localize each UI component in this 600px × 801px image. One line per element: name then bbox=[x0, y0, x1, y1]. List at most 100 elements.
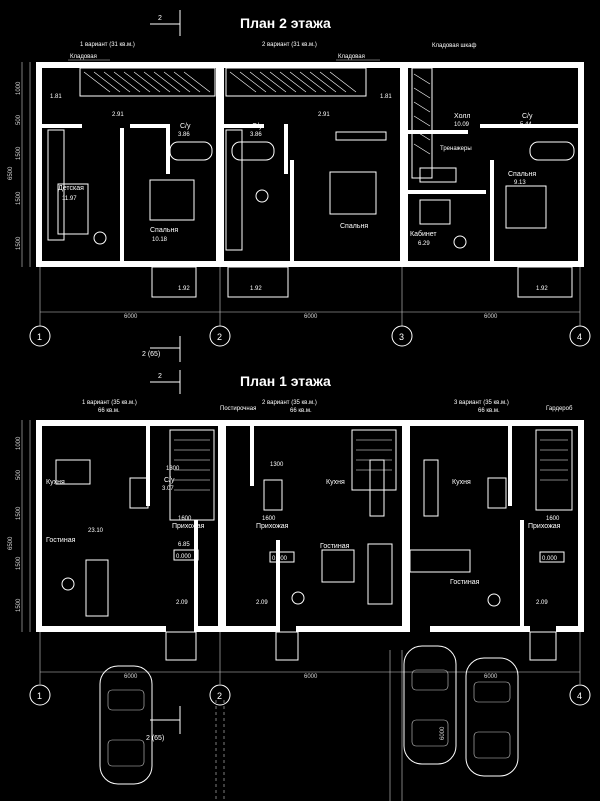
floor2-room-office-area: 6.29 bbox=[418, 241, 430, 247]
floor2-left-dim-2: 500 bbox=[16, 114, 22, 125]
floor2-room-children: Детская bbox=[58, 185, 84, 192]
floor1-variant-2-area: 66 кв.м. bbox=[290, 408, 312, 414]
floor2-room-hall: Холл bbox=[454, 113, 471, 120]
floor1-axis-1: 1 bbox=[37, 691, 42, 701]
floor1-room-living-2: Гостиная bbox=[320, 543, 350, 550]
floor1-vestibule-2: 2.09 bbox=[256, 600, 268, 606]
floor1-axis-4: 4 bbox=[577, 691, 582, 701]
floor2-note-storage-1: Кладовая bbox=[70, 54, 97, 60]
floor1-room-wc: С/у bbox=[164, 477, 175, 484]
floor2-room-wc-2: С/у bbox=[252, 123, 263, 130]
floor1-sofas bbox=[85, 543, 471, 617]
floor2-axes bbox=[29, 267, 591, 347]
floor1-section-mark: 2 bbox=[158, 373, 162, 380]
floor2-left-dim-5: 1500 bbox=[16, 191, 22, 205]
floor2-beds bbox=[57, 171, 547, 235]
floor2-bathtubs bbox=[169, 141, 575, 161]
floor1-room-kitchen-2: Кухня bbox=[326, 479, 345, 486]
floor2-room-office: Кабинет bbox=[410, 230, 437, 238]
floor1-left-dim-6: 1500 bbox=[16, 598, 22, 612]
floor1-left-dim-4: 6500 bbox=[8, 536, 14, 550]
floor1-door-dim-2: 1300 bbox=[270, 462, 284, 468]
floor1-axis-2: 2 bbox=[217, 691, 222, 701]
floor2-area-d: 1.81 bbox=[380, 94, 392, 100]
floor1-room-hallway-1-area: 6.85 bbox=[178, 542, 190, 548]
floor2-note-storage-2: Кладовая bbox=[338, 54, 365, 60]
floor2-dim-3: 6000 bbox=[484, 314, 498, 320]
floor1-level-3: 0.000 bbox=[542, 556, 558, 562]
floor2-title: План 2 этажа bbox=[240, 15, 331, 31]
floor1-variant-1: 1 вариант (35 кв.м.) bbox=[82, 400, 137, 406]
floor2-bottom-section-mark: 2 (65) bbox=[142, 351, 160, 358]
floor2-axis-1: 1 bbox=[37, 332, 42, 342]
floor1-room-hallway-3: Прихожая bbox=[528, 523, 561, 530]
floor1-variant-1-area: 66 кв.м. bbox=[98, 408, 120, 414]
floor2-room-bedroom-3: Спальня bbox=[508, 171, 536, 178]
floor1-level-2: 0.000 bbox=[272, 556, 288, 562]
floor1-dim-driveway: 6000 bbox=[440, 726, 446, 740]
floor1-room-kitchen-1: Кухня bbox=[46, 479, 65, 486]
floor1-vestibule-3: 2.09 bbox=[536, 600, 548, 606]
floor2-plan: План 2 этажа 2 1 вариант (31 кв.м.) 2 ва… bbox=[8, 10, 591, 362]
floor1-dim-1: 6000 bbox=[124, 674, 138, 680]
floor1-left-dim-2: 500 bbox=[16, 469, 22, 480]
floor2-room-wc-1-area: 3.86 bbox=[178, 132, 190, 138]
floor1-room-hallway-1: Прихожая bbox=[172, 523, 205, 530]
floor1-note-laundry: Постирочная bbox=[220, 406, 256, 412]
floor2-dim-2: 6000 bbox=[304, 314, 318, 320]
floor2-room-hall-area: 10.09 bbox=[454, 122, 470, 128]
floor2-area-b: 2.91 bbox=[112, 112, 124, 118]
floor1-room-wc-area: 3.07 bbox=[162, 486, 174, 492]
floor2-room-bedroom-3-area: 9.13 bbox=[514, 180, 526, 186]
floor1-axes bbox=[29, 632, 591, 706]
floor2-left-dim-1: 1000 bbox=[16, 81, 22, 95]
floor2-room-wc-2-area: 3.86 bbox=[250, 132, 262, 138]
floor1-car-3 bbox=[465, 657, 519, 777]
floor2-balcony-3: 1.92 bbox=[536, 286, 548, 292]
floor1-room-living-3: Гостиная bbox=[450, 579, 480, 586]
floor1-door-dim-5: 1600 bbox=[546, 516, 560, 522]
floor2-left-dim-3: 1500 bbox=[16, 146, 22, 160]
floor2-note-gym: Тренажеры bbox=[440, 146, 472, 152]
floor1-left-dim-1: 1000 bbox=[16, 436, 22, 450]
floor1-stairs bbox=[169, 429, 573, 521]
floor1-car-1 bbox=[99, 665, 153, 785]
floor1-level-1: 0.000 bbox=[176, 554, 192, 560]
floor1-bottom-section-mark: 2 (65) bbox=[146, 735, 164, 742]
floor1-variant-2: 2 вариант (35 кв.м.) bbox=[262, 400, 317, 406]
floor1-dim-3: 6000 bbox=[484, 674, 498, 680]
floor1-variant-3: 3 вариант (35 кв.м.) bbox=[454, 400, 509, 406]
floor2-balcony-2: 1.92 bbox=[250, 286, 262, 292]
floor2-axis-2: 2 bbox=[217, 332, 222, 342]
floor1-variant-3-area: 66 кв.м. bbox=[478, 408, 500, 414]
floor2-axis-4: 4 bbox=[577, 332, 582, 342]
floor1-door-dim-1: 1300 bbox=[166, 466, 180, 472]
floor1-left-dim-3: 1500 bbox=[16, 506, 22, 520]
floor1-door-dim-3: 1600 bbox=[178, 516, 192, 522]
floor1-room-living-1-area: 23.10 bbox=[88, 528, 104, 534]
floor1-title: План 1 этажа bbox=[240, 373, 331, 389]
floor2-balconies bbox=[151, 266, 573, 298]
floor2-left-dim-4: 6500 bbox=[8, 166, 14, 180]
floor2-area-c: 2.91 bbox=[318, 112, 330, 118]
floor2-variant-1: 1 вариант (31 кв.м.) bbox=[80, 42, 135, 48]
floor1-left-dim-5: 1500 bbox=[16, 556, 22, 570]
floor1-plan: План 1 этажа 2 1 вариант (35 кв.м.) 66 к… bbox=[8, 370, 591, 801]
floor2-balcony-1: 1.92 bbox=[178, 286, 190, 292]
floor2-dim-1: 6000 bbox=[124, 314, 138, 320]
floor2-room-bedroom-1-area: 10.18 bbox=[152, 237, 168, 243]
floor2-room-bedroom-1: Спальня bbox=[150, 227, 178, 234]
floor1-room-hallway-2: Прихожая bbox=[256, 523, 289, 530]
floor2-room-bedroom-2: Спальня bbox=[340, 223, 368, 230]
floor1-tables bbox=[55, 459, 439, 517]
floor2-room-wc-3: С/у bbox=[522, 113, 533, 120]
floor2-room-children-area: 11.97 bbox=[62, 196, 77, 202]
floor1-car-2 bbox=[403, 645, 457, 765]
floor2-room-wc-1: С/у bbox=[180, 123, 191, 130]
floor2-left-dim-6: 1500 bbox=[16, 236, 22, 250]
floor1-door-dim-4: 1600 bbox=[262, 516, 276, 522]
floor1-room-kitchen-3: Кухня bbox=[452, 479, 471, 486]
floor2-note-storage-3: Кладовая шкаф bbox=[432, 43, 476, 49]
floor1-room-living-1: Гостиная bbox=[46, 537, 76, 544]
